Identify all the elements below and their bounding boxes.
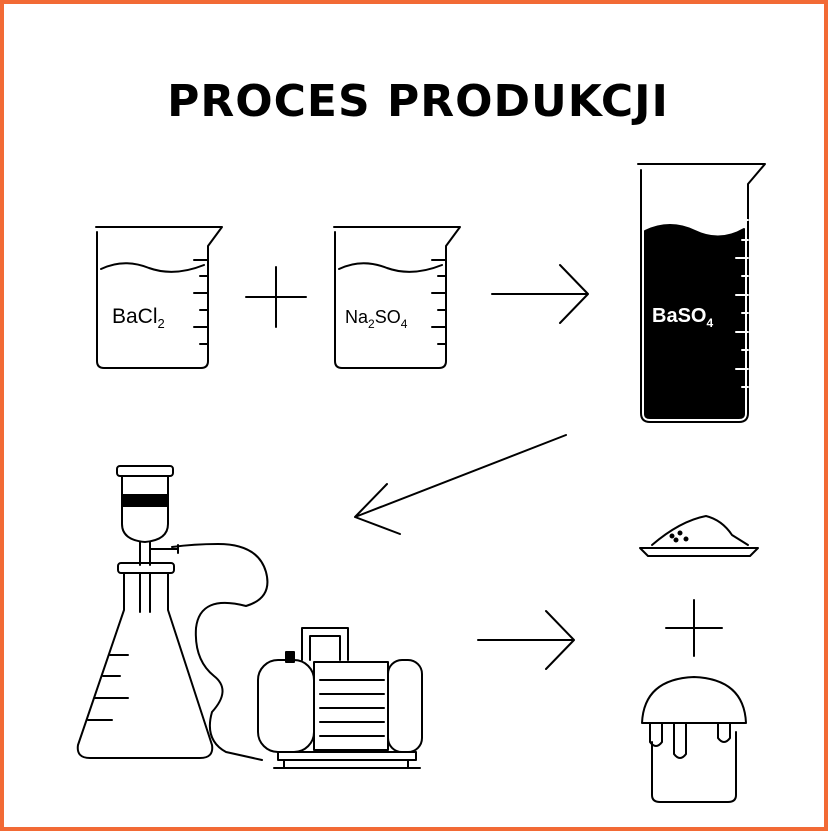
vacuum-pump-icon bbox=[257, 627, 423, 769]
reactant1-label: BaCl2 bbox=[112, 305, 165, 331]
paint-bucket-icon bbox=[641, 676, 747, 803]
product-label: BaSO4 bbox=[652, 305, 713, 330]
beaker-icon-na2so4 bbox=[333, 226, 461, 369]
filter-flask-icon bbox=[76, 465, 269, 761]
powder-dish-icon bbox=[639, 515, 759, 557]
arrow-right-icon-2 bbox=[477, 610, 575, 670]
reactant2-label: Na2SO4 bbox=[345, 307, 408, 331]
arrow-down-left-icon bbox=[354, 434, 567, 535]
tall-beaker-icon bbox=[637, 163, 766, 423]
plus-icon-1 bbox=[245, 266, 307, 328]
arrow-right-icon-1 bbox=[491, 264, 589, 324]
page-title: PROCES PRODUKCJI bbox=[167, 76, 669, 127]
beaker-icon-bacl2 bbox=[95, 226, 223, 369]
plus-icon-2 bbox=[665, 599, 723, 657]
